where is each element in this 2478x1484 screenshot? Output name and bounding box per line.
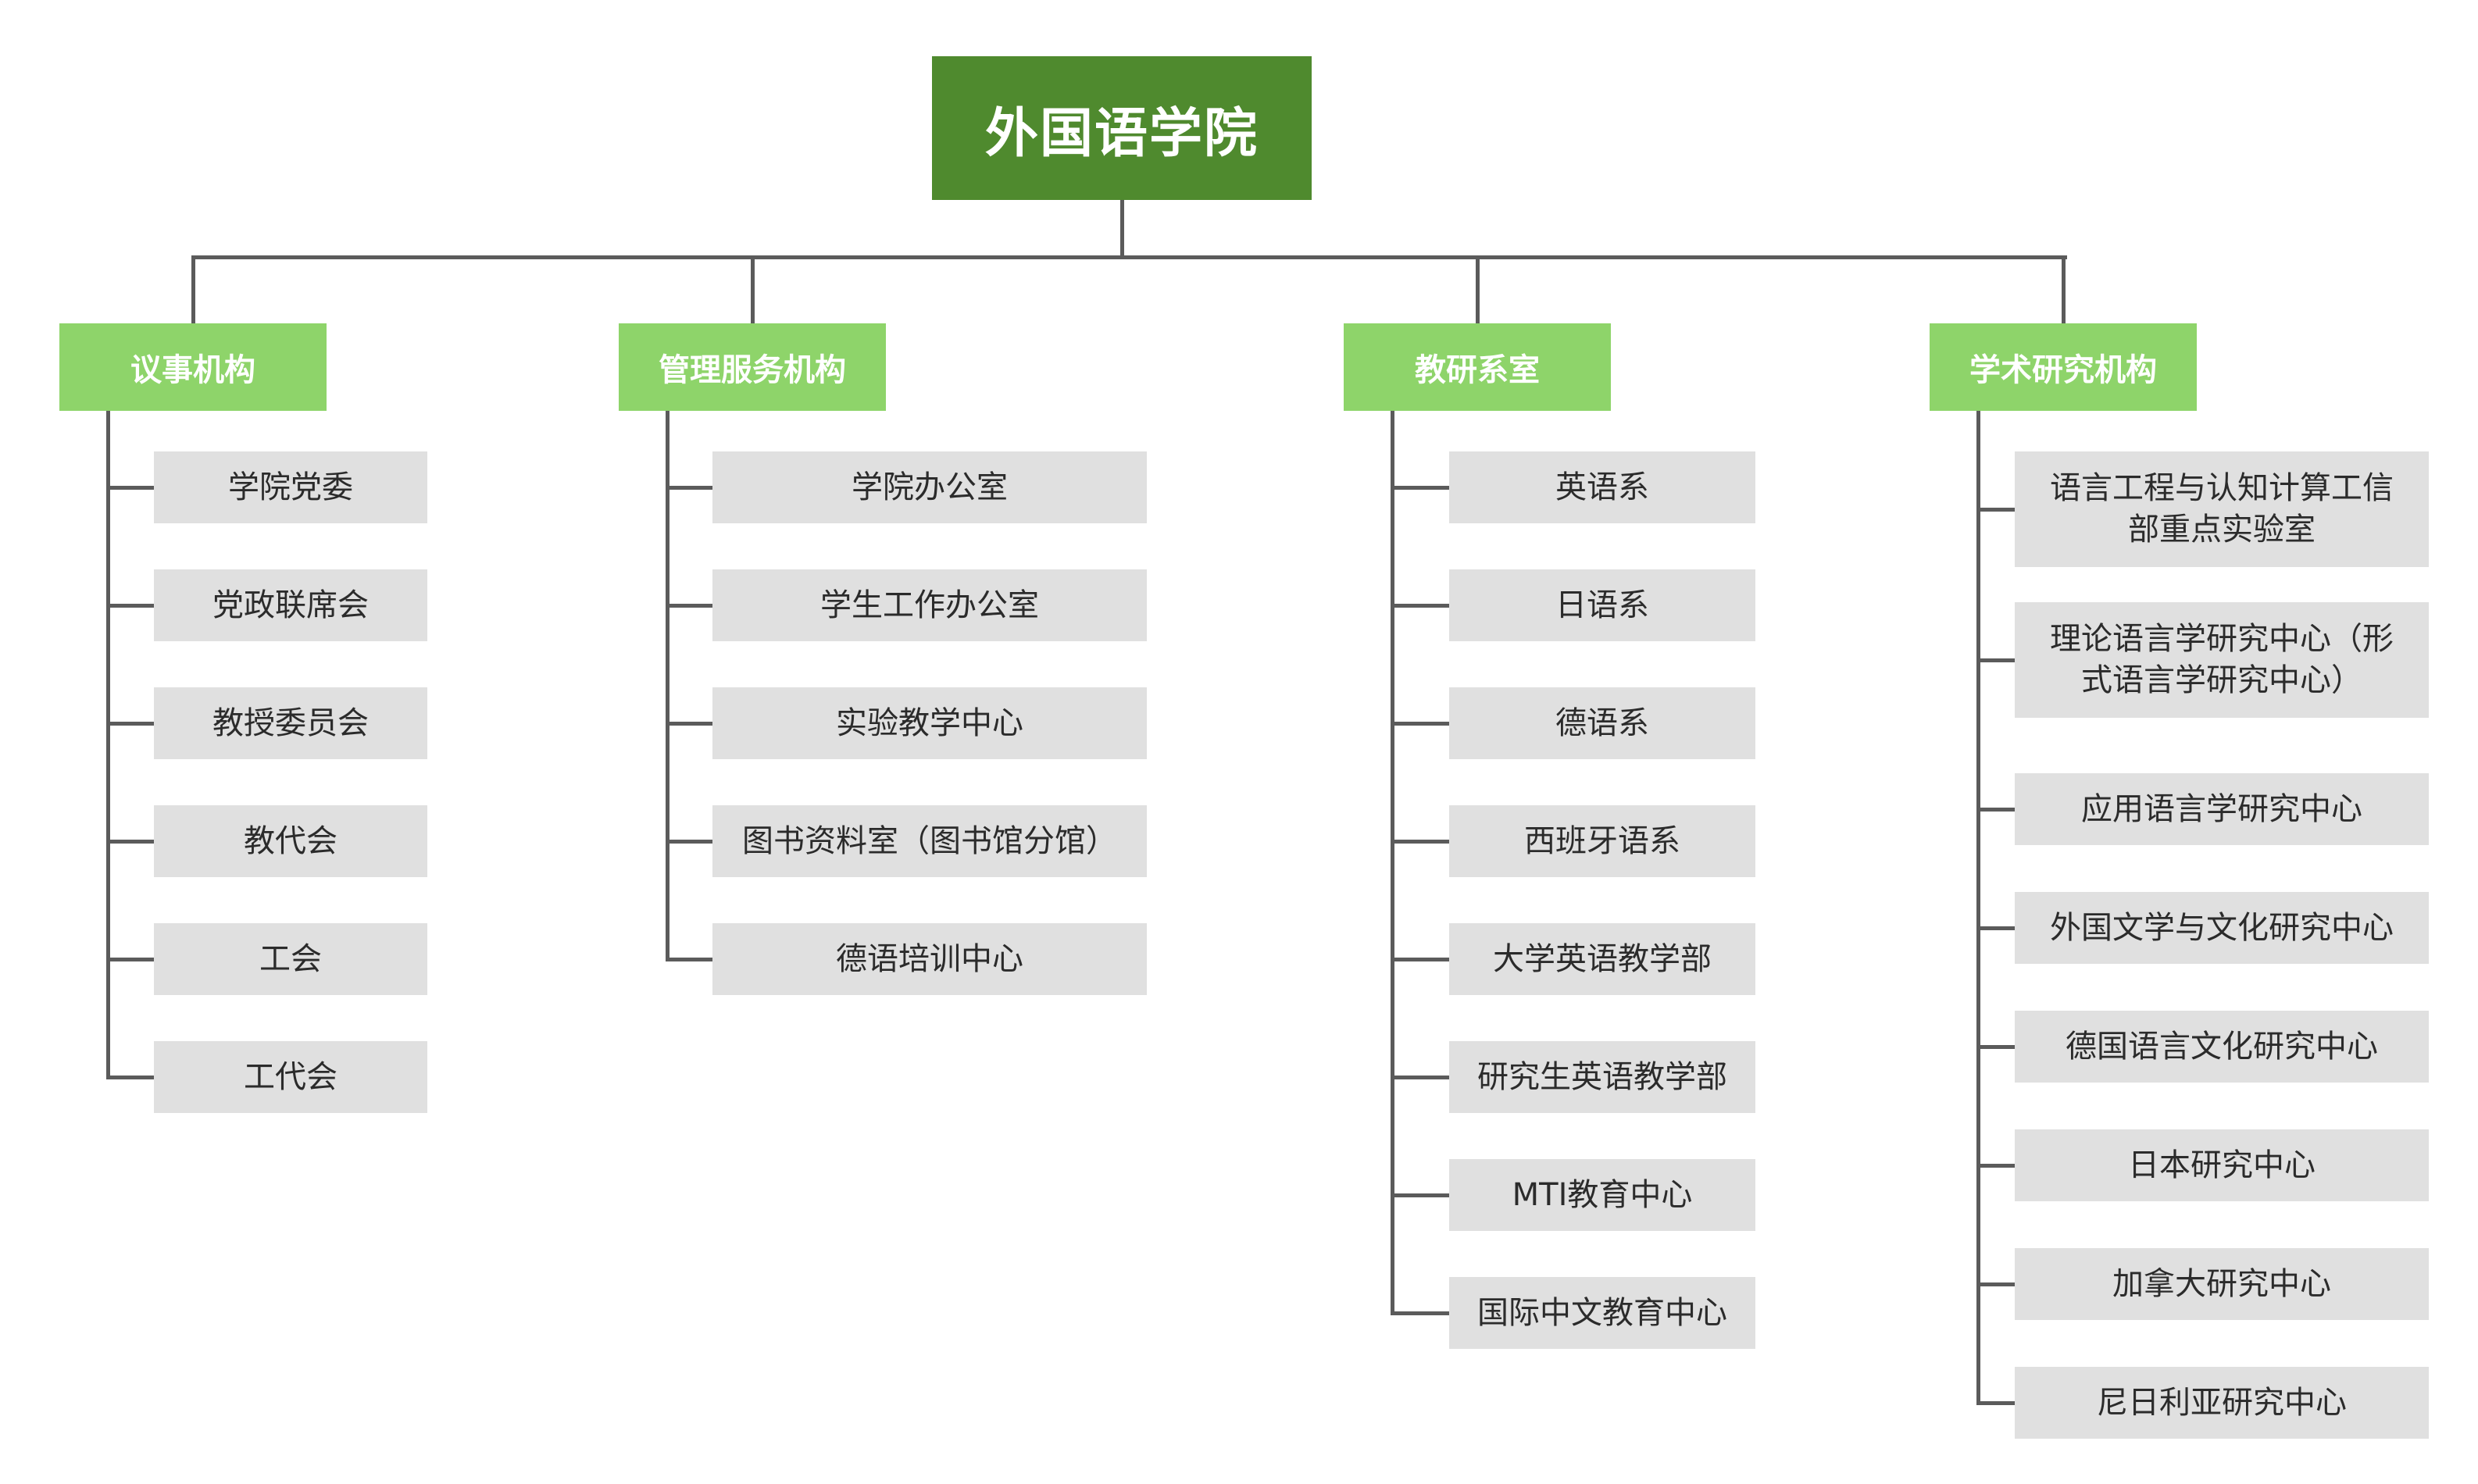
child-node: 教代会 <box>154 805 427 877</box>
child-node: 日本研究中心 <box>2015 1129 2429 1201</box>
child-node: 党政联席会 <box>154 569 427 641</box>
child-node: 学生工作办公室 <box>712 569 1147 641</box>
connector-line <box>667 486 712 490</box>
child-node: 德语系 <box>1449 687 1755 759</box>
connector-line <box>1392 958 1449 961</box>
connector-line <box>106 406 110 1079</box>
child-node: 国际中文教育中心 <box>1449 1277 1755 1349</box>
connector-line <box>1392 1193 1449 1197</box>
branch-node-1: 议事机构 <box>59 323 327 411</box>
connector-line <box>1978 1401 2015 1405</box>
branch-node-4: 学术研究机构 <box>1930 323 2197 411</box>
child-node: 日语系 <box>1449 569 1755 641</box>
connector-line <box>1978 808 2015 812</box>
connector-line <box>191 255 195 326</box>
child-node: 学院党委 <box>154 451 427 523</box>
child-node: 应用语言学研究中心 <box>2015 773 2429 845</box>
connector-line <box>108 486 154 490</box>
connector-line <box>667 722 712 726</box>
child-node: 尼日利亚研究中心 <box>2015 1367 2429 1439</box>
connector-line <box>108 722 154 726</box>
child-node: 语言工程与认知计算工信部重点实验室 <box>2015 451 2429 567</box>
connector-line <box>667 604 712 608</box>
branch-node-3: 教研系室 <box>1344 323 1611 411</box>
connector-line <box>666 406 669 961</box>
child-node: 大学英语教学部 <box>1449 923 1755 995</box>
child-node: 德国语言文化研究中心 <box>2015 1011 2429 1083</box>
child-node: 德语培训中心 <box>712 923 1147 995</box>
child-node: 工会 <box>154 923 427 995</box>
connector-line <box>108 604 154 608</box>
child-node: 英语系 <box>1449 451 1755 523</box>
child-node: 学院办公室 <box>712 451 1147 523</box>
connector-line <box>1391 406 1394 1315</box>
child-node: 工代会 <box>154 1041 427 1113</box>
connector-line <box>1120 197 1124 259</box>
connector-line <box>667 958 712 961</box>
connector-line <box>751 255 755 326</box>
connector-line <box>1392 722 1449 726</box>
connector-line <box>1392 840 1449 844</box>
connector-line <box>1392 1076 1449 1079</box>
connector-line <box>1978 1164 2015 1168</box>
connector-line <box>108 1076 154 1079</box>
connector-line <box>1392 486 1449 490</box>
child-node: MTI教育中心 <box>1449 1159 1755 1231</box>
connector-line <box>1976 406 1980 1405</box>
connector-line <box>2062 255 2066 326</box>
child-node: 研究生英语教学部 <box>1449 1041 1755 1113</box>
child-node: 教授委员会 <box>154 687 427 759</box>
connector-line <box>193 255 2067 259</box>
connector-line <box>1392 1311 1449 1315</box>
connector-line <box>108 958 154 961</box>
child-node: 西班牙语系 <box>1449 805 1755 877</box>
connector-line <box>667 840 712 844</box>
child-node: 理论语言学研究中心（形式语言学研究中心） <box>2015 602 2429 718</box>
connector-line <box>1978 1045 2015 1049</box>
connector-line <box>1392 604 1449 608</box>
child-node: 外国文学与文化研究中心 <box>2015 892 2429 964</box>
connector-line <box>1978 508 2015 512</box>
connector-line <box>1978 1282 2015 1286</box>
branch-node-2: 管理服务机构 <box>619 323 886 411</box>
connector-line <box>1978 658 2015 662</box>
child-node: 加拿大研究中心 <box>2015 1248 2429 1320</box>
root-node: 外国语学院 <box>932 56 1312 200</box>
connector-line <box>1476 255 1480 326</box>
child-node: 实验教学中心 <box>712 687 1147 759</box>
connector-line <box>108 840 154 844</box>
connector-line <box>1978 926 2015 930</box>
child-node: 图书资料室（图书馆分馆） <box>712 805 1147 877</box>
